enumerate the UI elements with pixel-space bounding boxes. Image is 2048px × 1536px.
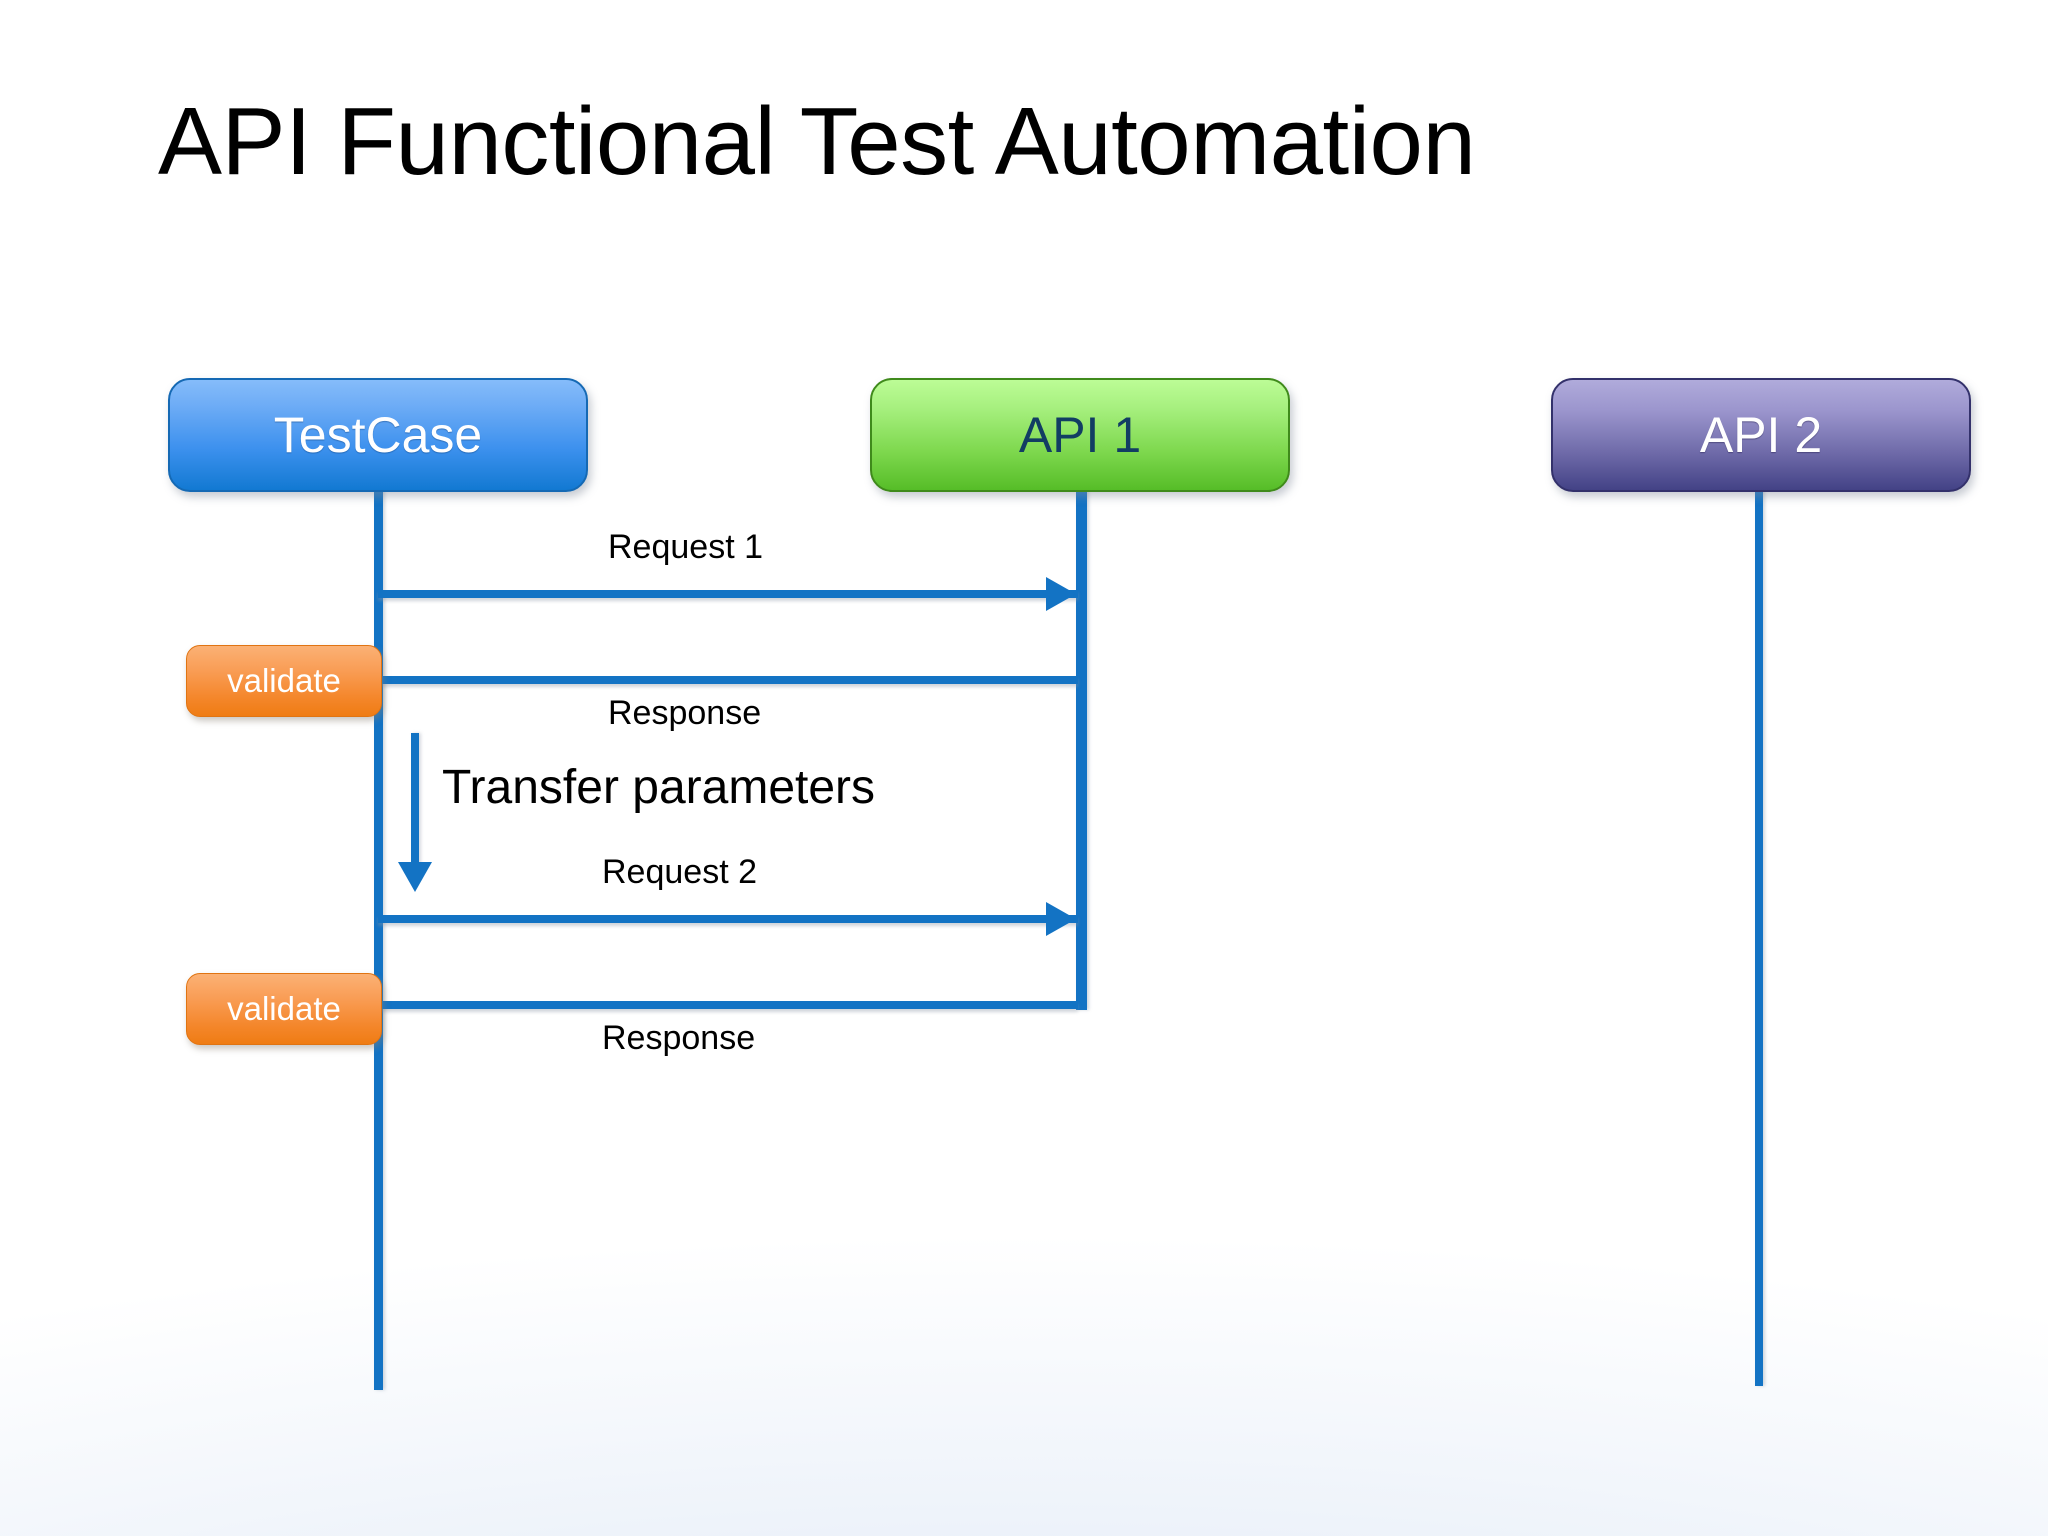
message-label-response-1: Response [608,694,762,732]
note-arrowhead-transfer-parameters [398,862,432,892]
message-line-request-1 [378,590,1078,598]
activation-validate-2[interactable]: validate [186,973,382,1045]
message-line-request-2 [378,915,1078,923]
note-label-transfer-parameters: Transfer parameters [442,761,876,814]
page-title: API Functional Test Automation [158,88,1476,195]
participant-api2[interactable]: API 2 [1551,378,1971,492]
activation-validate-2-label: validate [227,990,341,1027]
lifeline-api1 [1076,488,1087,1010]
participant-testcase-label: TestCase [273,407,483,463]
message-label-request-2: Request 2 [602,853,757,891]
participant-api1[interactable]: API 1 [870,378,1290,492]
message-arrowhead-request-1 [1046,577,1076,611]
message-arrowhead-request-2 [1046,902,1076,936]
activation-validate-1[interactable]: validate [186,645,382,717]
participant-api2-label: API 2 [1699,407,1823,463]
message-label-request-1: Request 1 [608,528,763,566]
activation-validate-1-label: validate [227,662,341,699]
message-line-response-1 [378,676,1078,684]
message-line-response-2 [378,1001,1078,1009]
message-label-response-2: Response [602,1019,756,1057]
participant-testcase[interactable]: TestCase [168,378,588,492]
participant-api1-label: API 1 [1018,407,1142,463]
lifeline-api2 [1755,488,1763,1386]
lifeline-testcase [374,488,383,1390]
note-arrow-line-transfer-parameters [411,733,419,867]
